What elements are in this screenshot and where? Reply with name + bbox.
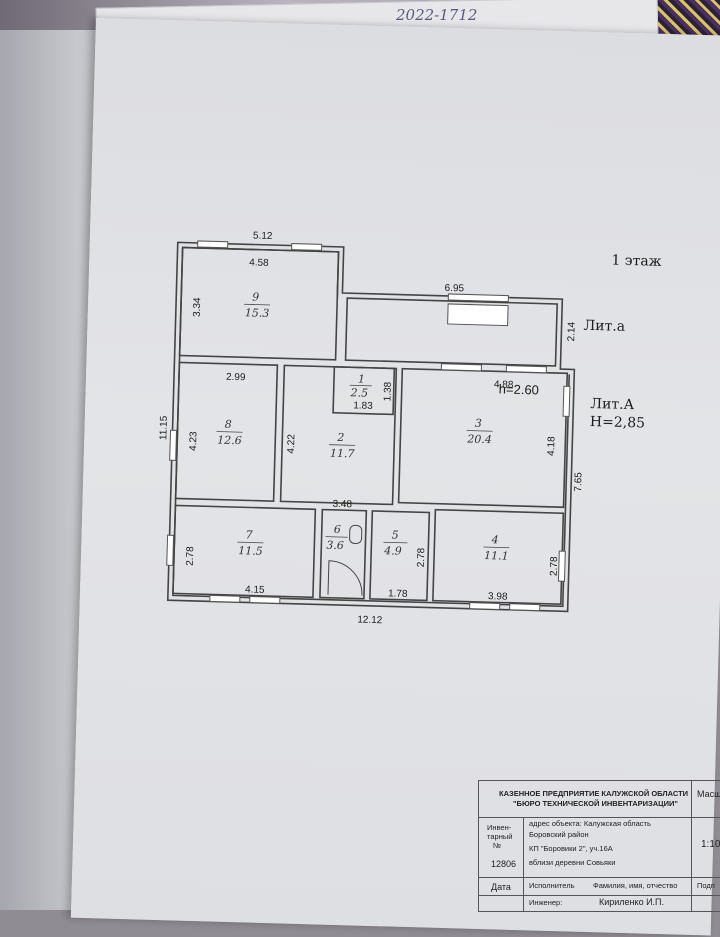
svg-text:4: 4 — [490, 533, 498, 546]
svg-text:11.1: 11.1 — [484, 549, 509, 563]
address-line-4: вблизи деревни Совьяки — [529, 858, 616, 867]
dim-room2-height: 4.22 — [286, 434, 298, 454]
svg-text:1: 1 — [358, 372, 365, 385]
room-label-2: 2 11.7 — [329, 431, 356, 461]
title-block: КАЗЕННОЕ ПРЕДПРИЯТИЕ КАЛУЖСКОЙ ОБЛАСТИ "… — [478, 780, 720, 912]
engineer-label: Инженер: — [529, 898, 563, 907]
room-label-3: 3 20.4 — [466, 417, 493, 447]
windows — [166, 240, 571, 612]
lit-A-label: Лит.А — [590, 396, 635, 413]
svg-text:8: 8 — [225, 418, 232, 431]
svg-text:3: 3 — [475, 417, 482, 430]
svg-text:5: 5 — [391, 528, 398, 541]
dim-room8-width: 2.99 — [226, 372, 246, 384]
svg-text:15.3: 15.3 — [245, 306, 270, 320]
room-label-1: 1 2.5 — [349, 372, 372, 400]
dim-left-total: 11.15 — [158, 415, 170, 440]
dim-veranda-height: 2.14 — [566, 321, 578, 341]
address-line-2: Боровский район — [529, 830, 589, 839]
dim-room1-height: 1.38 — [382, 381, 394, 401]
inv-label-3: № — [493, 841, 502, 850]
dim-room9-width: 4.58 — [249, 257, 269, 269]
svg-text:7: 7 — [245, 528, 252, 541]
dim-room7-width: 4.15 — [245, 584, 265, 596]
floor-plan-page: 3 — [70, 18, 720, 936]
fio-label: Фамилия, имя, отчество — [593, 881, 678, 890]
svg-text:9: 9 — [252, 290, 259, 303]
dim-room4-height: 2.78 — [549, 556, 561, 576]
dim-room3-width: 4.88 — [494, 379, 514, 391]
address-line-1: адрес объекта: Калужская область — [529, 819, 651, 828]
scale-value: 1:10 — [701, 839, 720, 850]
room-label-6: 6 3.6 — [325, 523, 348, 552]
date-label: Дата — [491, 882, 511, 892]
org-line-2: "БЮРО ТЕХНИЧЕСКОЙ ИНВЕНТАРИЗАЦИИ" — [513, 799, 678, 808]
room-label-9: 9 15.3 — [244, 290, 271, 320]
dim-veranda-width: 6.95 — [444, 283, 464, 295]
dim-room9-height: 3.34 — [192, 297, 204, 317]
dim-room2-width: 3.48 — [332, 499, 352, 511]
dim-room5-height: 2.78 — [416, 547, 428, 567]
address-line-3: КП "Боровики 2", уч.16А — [529, 844, 613, 853]
room-height-label: h=2.60 — [499, 381, 540, 397]
dim-room4-width: 3.98 — [488, 591, 508, 603]
signature-label: Подп — [697, 881, 715, 890]
room-label-5: 5 4.9 — [383, 528, 408, 558]
svg-text:6: 6 — [334, 523, 341, 536]
executor-label: Исполнитель — [529, 881, 575, 890]
room-label-7: 7 11.5 — [237, 528, 264, 558]
svg-text:3.6: 3.6 — [326, 539, 344, 552]
svg-text:2: 2 — [336, 431, 344, 444]
lit-a-veranda-label: Лит.а — [583, 318, 625, 335]
inv-number: 12806 — [491, 859, 517, 869]
svg-text:4.9: 4.9 — [383, 544, 402, 558]
dim-right-total: 7.65 — [573, 472, 585, 492]
dim-room5-width: 1.78 — [388, 588, 408, 600]
scale-header: Масшт — [697, 789, 720, 799]
lit-A-height-label: H=2,85 — [590, 414, 646, 432]
floor-plan-drawing: 5.12 4.58 6.95 2.14 3.34 2.99 1.38 1.83 … — [158, 230, 662, 627]
dim-room7-height: 2.78 — [185, 546, 197, 566]
dim-room1-width: 1.83 — [353, 400, 373, 412]
door-swing — [327, 560, 363, 596]
dim-room8-height: 4.23 — [188, 431, 200, 451]
toilet-fixture — [349, 524, 363, 544]
svg-text:11.7: 11.7 — [330, 447, 355, 461]
inv-label-2: тарный — [487, 832, 513, 841]
svg-text:12.6: 12.6 — [217, 434, 242, 448]
dim-room3-height: 4.18 — [546, 436, 558, 456]
org-line-1: КАЗЕННОЕ ПРЕДПРИЯТИЕ КАЛУЖСКОЙ ОБЛАСТИ — [499, 789, 689, 798]
dim-bottom-total: 12.12 — [357, 615, 383, 627]
svg-text:11.5: 11.5 — [238, 544, 263, 558]
dim-top-outer: 5.12 — [253, 230, 273, 242]
svg-text:2.5: 2.5 — [349, 386, 368, 400]
room-label-4: 4 11.1 — [483, 533, 510, 563]
room-label-8: 8 12.6 — [216, 418, 243, 448]
floor-title: 1 этаж — [611, 252, 662, 269]
engineer-name: Кириленко И.П. — [599, 897, 665, 907]
back-sheet-handwriting: 2022-1712 — [396, 6, 478, 24]
inv-label-1: Инвен- — [487, 823, 512, 832]
svg-text:20.4: 20.4 — [466, 433, 492, 447]
